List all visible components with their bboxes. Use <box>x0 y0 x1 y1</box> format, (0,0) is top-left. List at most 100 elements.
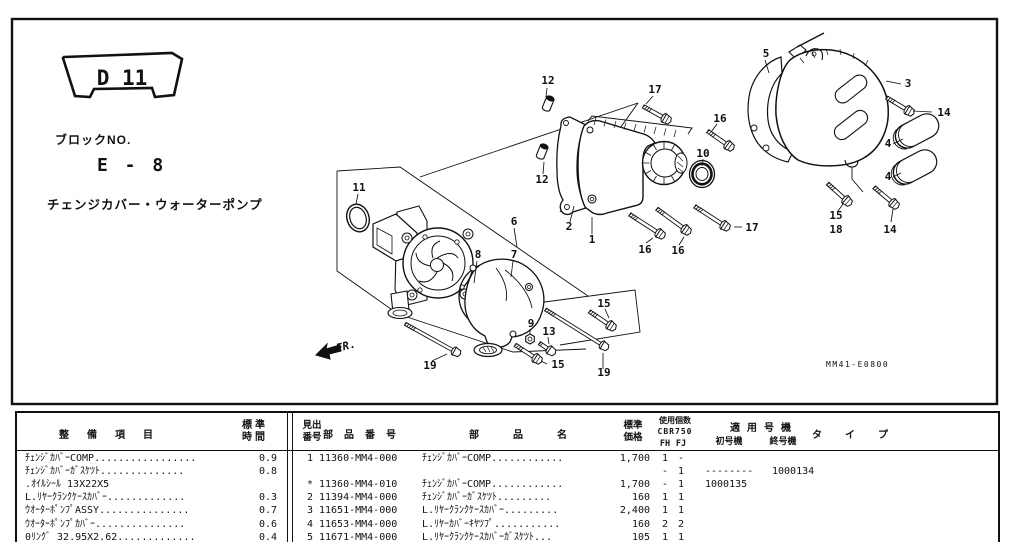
cell-part-number: 11671-MM4-000 <box>319 531 398 542</box>
callout-numbers: 12 17 16 5 3 14 4 4 10 12 15 18 14 17 16… <box>352 47 951 379</box>
cell-standard-time: 0.9 <box>258 453 277 464</box>
header-type: タイプ <box>812 430 911 441</box>
cell-qty-fh: - <box>661 466 669 478</box>
callout-18: 18 <box>829 223 842 236</box>
cell-standard-time: 0.3 <box>258 492 277 504</box>
cell-price: 1,700 <box>619 453 650 464</box>
page-title: チェンジカバー・ウォーターポンプ <box>47 198 263 212</box>
cell-price: 160 <box>631 492 650 504</box>
cell-part-name: ﾁｪﾝｼﾞｶﾊﾞｰCOMP............ <box>422 453 564 464</box>
cell-ref-no: 1 <box>306 453 313 464</box>
cell-part-name: L.ﾘﾔｰｸﾗﾝｸｹｰｽｶﾊﾞｰｶﾞｽｹﾂﾄ... <box>422 531 553 542</box>
callout-14-bottom: 14 <box>883 223 897 236</box>
header-qty-fj: FJ <box>675 439 687 449</box>
part-3-outer-cover <box>775 48 890 168</box>
bolt-15-right <box>586 306 619 334</box>
bolt-14-bottom <box>870 182 902 212</box>
callout-6: 6 <box>511 215 518 228</box>
callout-16-bottom-a: 16 <box>638 243 652 256</box>
header-standard-price-line2: 価格 <box>623 431 643 443</box>
header-standard-time: 標準 時間 <box>233 420 277 443</box>
cell-qty-fj: 1 <box>677 492 685 504</box>
callout-4-bottom: 4 <box>885 170 892 183</box>
cell-ref-no: 3 <box>306 505 313 517</box>
cell-service-item: .ｵｲﾙｼｰﾙ 13X22X5 <box>25 479 110 491</box>
table-header-divider <box>17 450 998 451</box>
cell-part-name: L.ﾘﾔｰｶﾊﾞｰｷﾔﾂﾌﾟ........... <box>422 518 561 530</box>
part-11-o-ring <box>345 203 371 233</box>
part-12-dowel-bottom <box>535 142 550 161</box>
header-ref-no-line2: 番号 <box>302 431 322 443</box>
cell-first-serial: -------- <box>705 466 754 478</box>
cell-part-name: ﾁｪﾝｼﾞｶﾊﾞｰｶﾞｽｹﾂﾄ......... <box>422 492 552 504</box>
table-body: ﾁｪﾝｼﾞｶﾊﾞｰCOMP................. 0.9 1 113… <box>17 452 998 542</box>
cell-service-item: L.ﾘﾔｰｸﾗﾝｸｹｰｽｶﾊﾞｰ............. <box>25 492 186 504</box>
cell-qty-fj: 1 <box>677 466 685 478</box>
part-9-nut <box>525 333 535 345</box>
cell-part-name: ﾁｪﾝｼﾞｶﾊﾞｰCOMP............ <box>422 479 564 491</box>
exploded-diagram: D 11 <box>10 17 999 406</box>
cell-qty-fh: 1 <box>661 492 669 504</box>
cell-qty-fj: 1 <box>677 479 685 491</box>
callout-8: 8 <box>475 248 482 261</box>
cell-service-item: ﾁｪﾝｼﾞｶﾊﾞｰｶﾞｽｹﾂﾄ.............. <box>25 466 185 478</box>
table-row: ﾁｪﾝｼﾞｶﾊﾞｰｶﾞｽｹﾂﾄ.............. 0.8 - 1 --… <box>17 465 998 478</box>
cell-qty-fh: 2 <box>661 518 669 530</box>
header-last-serial: 終号機 <box>769 437 797 447</box>
cell-price: 160 <box>631 518 650 530</box>
callout-7: 7 <box>511 248 518 261</box>
callout-12-bottom: 12 <box>535 173 548 186</box>
badge-label: D 11 <box>97 66 148 90</box>
callout-14-top: 14 <box>937 106 951 119</box>
cell-ref-no: 4 <box>306 518 313 530</box>
header-part-number: 部品番号 <box>323 430 407 441</box>
cell-part-number: 11360-MM4-000 <box>319 453 398 464</box>
header-standard-price-line1: 標準 <box>623 420 643 431</box>
header-standard-time-line1: 標準 <box>242 420 268 431</box>
header-applicable-serial: 適用号機 <box>730 423 798 434</box>
table-section-divider <box>287 413 293 542</box>
callout-16-bottom-b: 16 <box>671 244 685 257</box>
cell-standard-time: 0.8 <box>258 466 277 478</box>
cell-qty-fj: - <box>677 453 685 464</box>
header-ref-no: 見出 番号 <box>295 420 329 443</box>
cell-qty-fj: 2 <box>677 518 685 530</box>
cell-qty-fh: 1 <box>661 453 669 464</box>
section-badge: D 11 <box>61 51 184 99</box>
part-10-oil-seal <box>688 159 716 189</box>
callout-15-group: 15 <box>829 209 842 222</box>
bolt-15-18 <box>823 179 855 209</box>
part-5-cover-gasket <box>747 32 825 163</box>
part-1-change-cover <box>577 115 693 216</box>
callout-17-top: 17 <box>648 83 661 96</box>
cell-qty-fh: 1 <box>661 505 669 517</box>
header-first-serial: 初号機 <box>715 437 743 447</box>
cell-price: 2,400 <box>619 505 650 517</box>
callout-17-bottom: 17 <box>745 221 758 234</box>
cell-ref-no: 5 <box>306 531 313 542</box>
table-row: ｳｵｰﾀｰﾎﾟﾝﾌﾟASSY............... 0.7 3 1165… <box>17 504 998 517</box>
callout-9: 9 <box>528 317 535 330</box>
header-part-name: 部品名 <box>469 430 601 441</box>
header-service-item: 整備項目 <box>59 430 171 441</box>
bolt-13 <box>536 338 559 359</box>
cell-ref-no: * <box>306 479 313 491</box>
cell-qty-fj: 1 <box>677 505 685 517</box>
cell-part-number: 11394-MM4-000 <box>319 492 398 504</box>
cell-qty-fj: 1 <box>677 531 685 542</box>
callout-4-top: 4 <box>885 137 892 150</box>
part-7-pump-cover <box>458 258 545 358</box>
cell-standard-time: 0.4 <box>258 531 277 542</box>
bolt-17-bottom <box>691 201 733 234</box>
cell-standard-time: 0.6 <box>258 518 277 530</box>
header-qty-model: CBR750 <box>657 426 693 436</box>
part-6-water-pump-housing <box>372 205 474 320</box>
header-qty-fh: FH <box>659 439 671 449</box>
fr-direction-arrow: FR. <box>315 337 357 360</box>
callout-1: 1 <box>589 233 596 246</box>
parts-table: 整備項目 標準 時間 見出 番号 部品番号 部品名 標準 価格 使用個数 CBR… <box>15 411 1000 542</box>
cell-service-item: ｳｵｰﾀｰﾎﾟﾝﾌﾟASSY............... <box>25 505 190 517</box>
cell-standard-time: 0.7 <box>258 505 277 517</box>
bolt-16-bottom-a <box>626 209 668 242</box>
